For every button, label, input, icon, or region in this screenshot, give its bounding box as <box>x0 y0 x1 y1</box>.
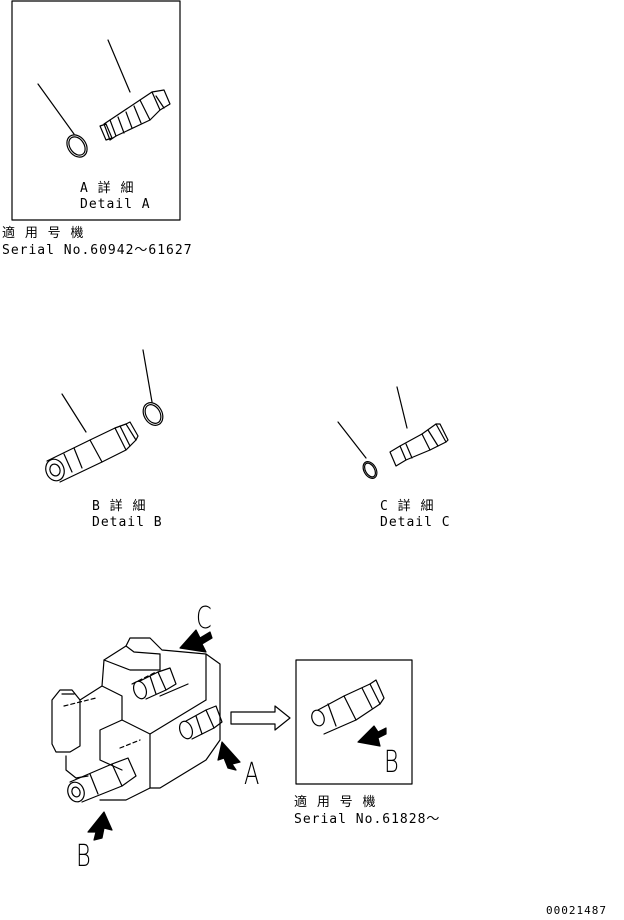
detail-a-plug-leader <box>107 39 131 93</box>
inset-b-callout: B <box>384 745 399 780</box>
detail-a-plug <box>99 89 171 141</box>
control-valve-body <box>51 637 221 801</box>
arrow-c <box>179 629 213 653</box>
detail-c-label-en: Detail C <box>380 515 451 530</box>
detail-b-oring <box>142 402 164 426</box>
inset-b-frame <box>295 659 413 785</box>
detail-a-applicable-jp: 適 用 号 機 <box>2 226 85 241</box>
inset-b-arrow <box>357 725 387 747</box>
hollow-arrow <box>230 705 291 731</box>
detail-c-oring-leader <box>337 421 367 459</box>
detail-a-oring-leader <box>37 83 75 135</box>
detail-b-label-en: Detail B <box>92 515 163 530</box>
detail-c-oring <box>362 461 378 479</box>
callout-a: A <box>244 757 260 792</box>
detail-a-serial: Serial No.60942～61627 <box>2 243 193 258</box>
inset-b-plug <box>311 679 385 735</box>
port-c-fitting <box>132 667 177 700</box>
detail-a-label-jp: A 詳 細 <box>80 181 135 196</box>
detail-a-label-en: Detail A <box>80 197 151 212</box>
arrow-b <box>87 811 113 841</box>
detail-c-plug <box>389 423 449 467</box>
inset-b-serial: Serial No.61828～ <box>294 812 441 827</box>
port-a-fitting <box>178 705 223 740</box>
callout-b: B <box>76 839 91 874</box>
detail-b-oring-leader <box>142 349 153 403</box>
callout-c: C <box>196 601 212 636</box>
detail-b-label-jp: B 詳 細 <box>92 499 147 514</box>
detail-a-frame <box>11 0 181 221</box>
detail-b-plug <box>45 421 139 483</box>
arrow-a <box>217 741 241 771</box>
detail-c-plug-leader <box>396 386 408 429</box>
port-b-fitting <box>67 757 137 803</box>
detail-b-plug-leader <box>61 393 87 433</box>
drawing-number: 00021487 <box>546 904 607 917</box>
detail-a-oring <box>66 134 88 158</box>
detail-c-label-jp: C 詳 細 <box>380 499 435 514</box>
inset-b-applicable-jp: 適 用 号 機 <box>294 795 377 810</box>
